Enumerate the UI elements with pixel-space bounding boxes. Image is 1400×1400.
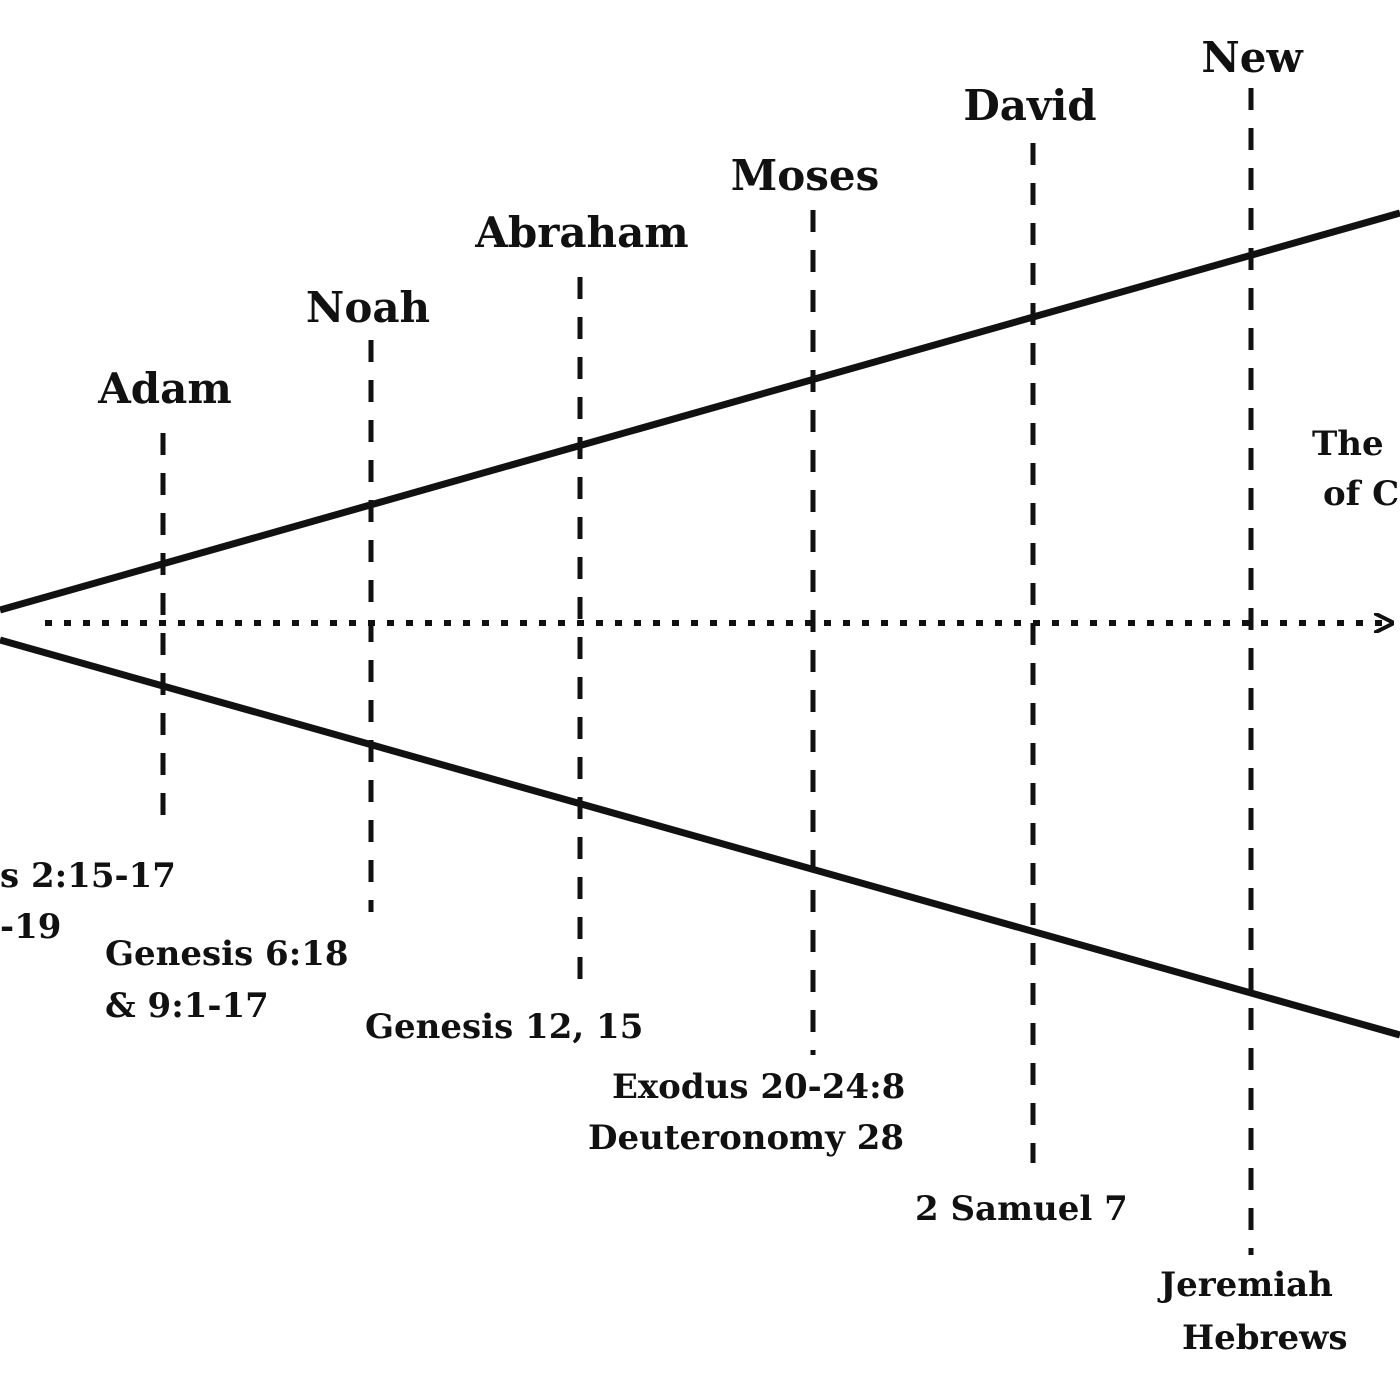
reference-new-1: Jeremiah [1157,1265,1333,1305]
reference-moses-2: Deuteronomy 28 [588,1118,904,1158]
reference-noah-1: Genesis 6:18 [105,934,349,974]
covenant-label-abraham: Abraham [474,208,689,257]
reference-abraham-1: Genesis 12, 15 [365,1007,643,1047]
covenant-label-noah: Noah [306,283,430,332]
covenant-label-adam: Adam [97,364,232,413]
reference-david-1: 2 Samuel 7 [915,1189,1128,1229]
covenant-label-new: New [1201,33,1303,82]
reference-adam-1: s 2:15-17 [0,856,176,896]
reference-moses-1: Exodus 20-24:8 [612,1067,905,1107]
reference-new-2: Hebrews [1182,1318,1347,1358]
right-label-line-2: of C [1323,474,1399,514]
reference-adam-2: -19 [0,907,61,947]
reference-noah-2: & 9:1-17 [105,986,269,1026]
right-label-line-1: The [1312,424,1384,464]
lower-boundary-line [0,636,1400,1039]
covenant-label-david: David [963,81,1096,130]
covenant-label-moses: Moses [731,151,880,200]
upper-boundary-line [0,209,1400,614]
